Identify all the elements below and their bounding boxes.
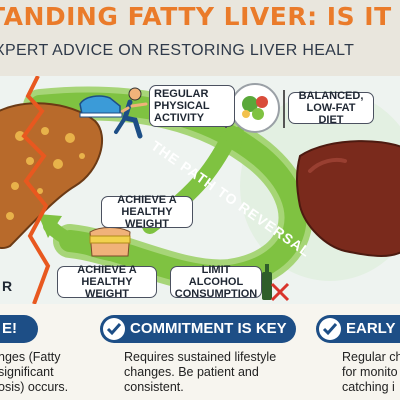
sneaker-icon: [79, 95, 123, 118]
card-3-badge: EARLY D: [316, 315, 400, 343]
card-3-badge-label: EARLY D: [346, 320, 400, 337]
left-cut-label: R: [2, 278, 12, 294]
runner-icon: [114, 87, 148, 139]
step-balanced-diet: BALANCED, LOW-FAT DIET: [288, 90, 374, 126]
healthy-liver-illustration: [296, 140, 400, 257]
no-alcohol-icon: [262, 264, 290, 302]
card-1-badge-label: E!: [2, 320, 17, 337]
step-healthy-weight-upper: ACHIEVE A HEALTHY WEIGHT: [101, 194, 193, 230]
page-subtitle: XPERT ADVICE ON RESTORING LIVER HEALT: [0, 42, 355, 59]
header: TANDING FATTY LIVER: IS IT REVE XPERT AD…: [0, 0, 400, 76]
arrow-lower-left-head: [38, 214, 62, 238]
page-title: TANDING FATTY LIVER: IS IT REVE: [0, 2, 400, 31]
card-2-badge: COMMITMENT IS KEY: [100, 315, 296, 343]
card-2-badge-label: COMMITMENT IS KEY: [130, 320, 287, 337]
arrow-to-diet-head: [218, 124, 245, 152]
card-1-text: nges (Fatty significant osis) occurs.: [0, 350, 69, 394]
card-1-badge: E!: [0, 315, 38, 343]
step-healthy-weight-lower: ACHIEVE A HEALTHY WEIGHT: [57, 264, 157, 300]
card-2-text: Requires sustained lifestyle changes. Be…: [124, 350, 277, 394]
lightning-crack: [21, 76, 51, 304]
card-3-text: Regular ch for monito catching i: [342, 350, 400, 394]
step-regular-activity: REGULAR PHYSICAL ACTIVITY: [149, 85, 235, 127]
step-limit-alcohol: LIMIT ALCOHOL CONSUMPTION: [170, 264, 262, 300]
illustration-area: THE PATH TO REVERSAL R REGULAR PHYSICAL …: [0, 76, 400, 304]
check-icon: [319, 318, 341, 340]
tape-measure-icon: [89, 227, 131, 257]
check-icon: [103, 318, 125, 340]
